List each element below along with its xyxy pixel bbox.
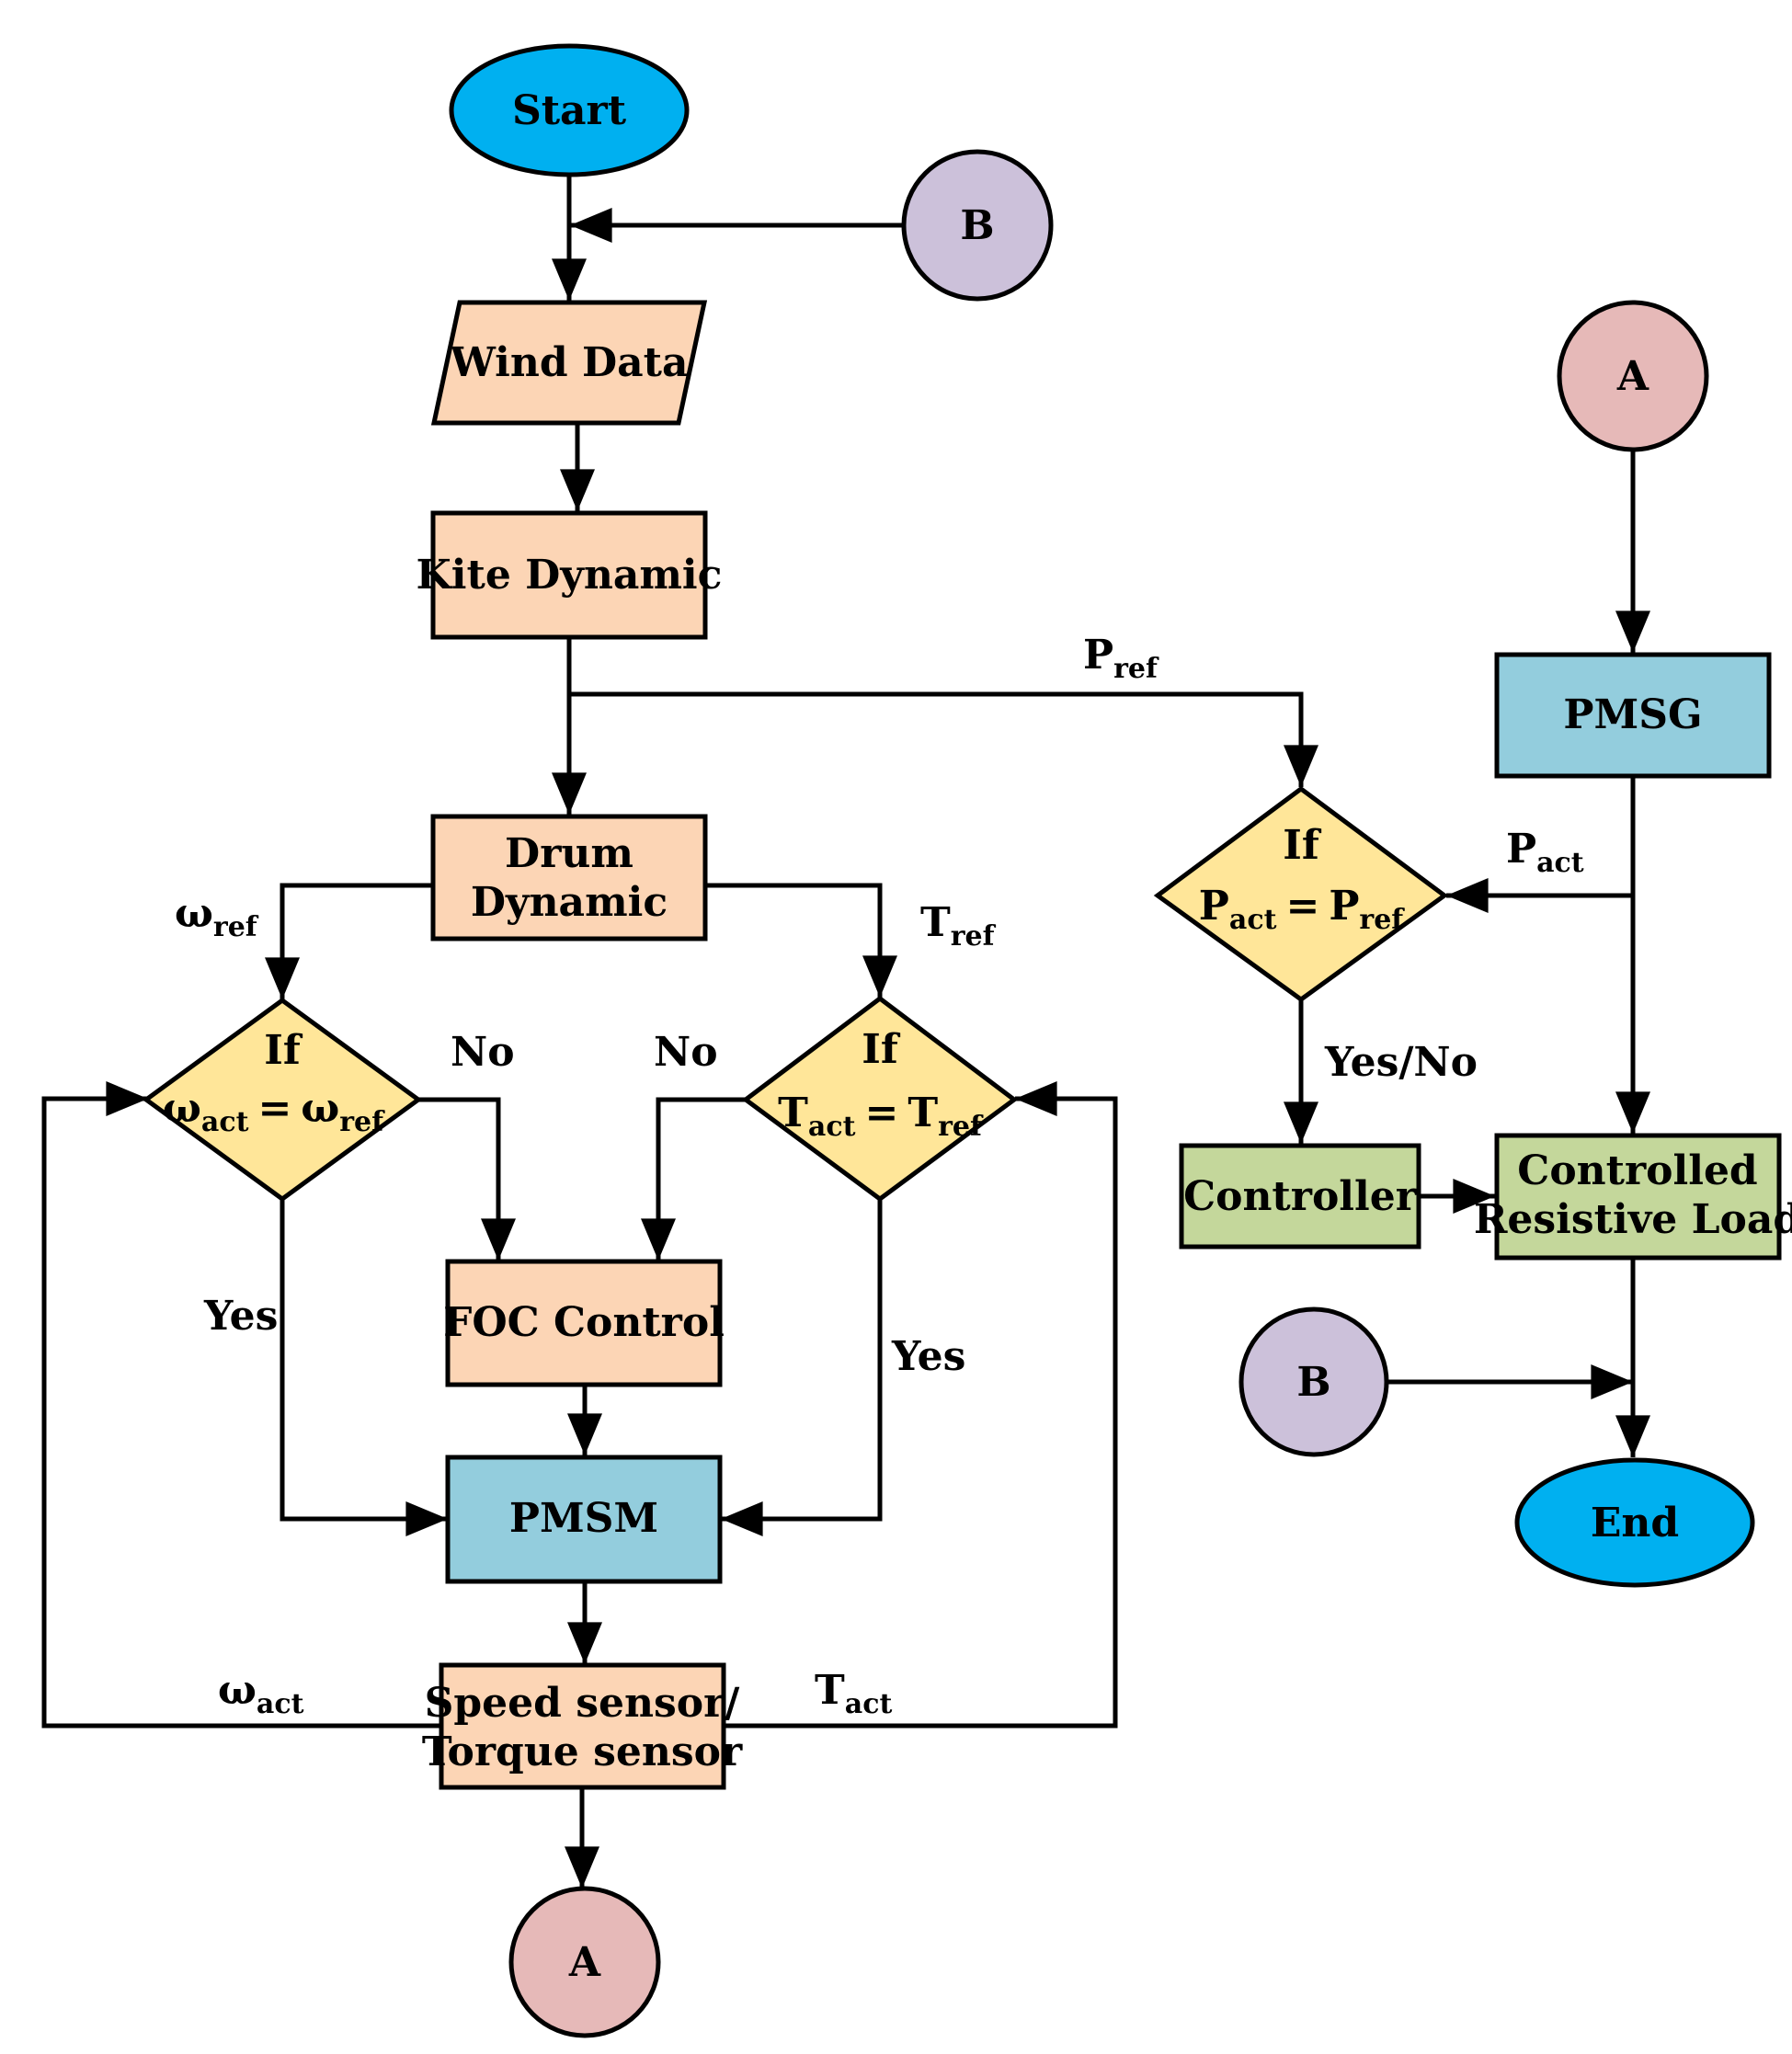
- foc-control-shape: [445, 1259, 723, 1387]
- start-shape: [449, 43, 690, 177]
- start-label: Start: [512, 87, 627, 134]
- label-omega-act: ωact: [218, 1667, 304, 1720]
- connector-b-top-shape: [901, 149, 1054, 302]
- decision-power[interactable]: If Pact=Pref: [1153, 785, 1449, 1003]
- controlled-load-label-line2: Resistive Load: [1474, 1196, 1792, 1243]
- controlled-load-block[interactable]: Controlled Resistive Load: [1474, 1133, 1792, 1261]
- sensor-shape: [439, 1662, 726, 1790]
- label-yes-right: Yes: [891, 1333, 965, 1380]
- label-yes-left: Yes: [203, 1293, 278, 1340]
- decision-speed-condition: ωact=ωref: [163, 1085, 385, 1138]
- connector-b-bottom-shape: [1238, 1307, 1389, 1457]
- controller-shape: [1179, 1143, 1421, 1250]
- controller-label: Controller: [1183, 1173, 1418, 1220]
- decision-power-shape: [1153, 785, 1449, 1003]
- label-t-ref: Tref: [920, 899, 997, 953]
- connector-a-bottom-shape: [508, 1886, 661, 2038]
- edge-labels: Pref Pact ωref Tref No No Yes Yes Yes/No…: [175, 632, 1584, 1720]
- pmsg-label: PMSG: [1563, 691, 1702, 738]
- decision-power-if: If: [1283, 822, 1322, 869]
- wind-data-shape: [430, 300, 708, 426]
- end-shape: [1514, 1457, 1755, 1588]
- foc-control-process[interactable]: FOC Control: [443, 1259, 725, 1387]
- drum-dynamic-process[interactable]: Drum Dynamic: [430, 814, 708, 941]
- label-t-act: Tact: [815, 1667, 892, 1720]
- decision-speed-shape: [142, 997, 423, 1203]
- edge-torque-yes: [720, 1200, 883, 1536]
- label-yes-no: Yes/No: [1324, 1039, 1478, 1086]
- connector-b-top[interactable]: B: [901, 149, 1054, 302]
- end-terminal[interactable]: End: [1514, 1457, 1755, 1588]
- label-no-right: No: [654, 1029, 718, 1076]
- pmsg-shape: [1494, 652, 1772, 779]
- kite-dynamic-process[interactable]: Kite Dynamic: [417, 510, 723, 640]
- label-omega-ref: ωref: [175, 890, 259, 943]
- sensor-label-line1: Speed sensor/: [425, 1680, 741, 1727]
- edges: [41, 176, 1650, 1889]
- drum-dynamic-label-line2: Dynamic: [471, 879, 668, 926]
- pmsm-label: PMSM: [509, 1495, 658, 1542]
- connector-a-bottom-label: A: [568, 1939, 601, 1986]
- foc-control-label: FOC Control: [443, 1299, 725, 1346]
- connector-a-top-label: A: [1616, 353, 1649, 400]
- label-p-ref: Pref: [1083, 632, 1159, 685]
- edge-speed-yes: [280, 1200, 448, 1536]
- edge-t-ref: [705, 883, 897, 998]
- decision-torque[interactable]: If Tact=Tref: [741, 995, 1019, 1203]
- controlled-load-shape: [1494, 1133, 1782, 1261]
- end-label: End: [1591, 1500, 1679, 1546]
- decision-power-condition: Pact=Pref: [1199, 883, 1406, 936]
- pmsm-block[interactable]: PMSM: [445, 1455, 723, 1584]
- sensor-process[interactable]: Speed sensor/ Torque sensor: [422, 1662, 743, 1790]
- edge-omega-ref: [265, 883, 433, 999]
- decision-torque-shape: [741, 995, 1019, 1203]
- sensor-label-line2: Torque sensor: [422, 1729, 743, 1775]
- drum-dynamic-shape: [430, 814, 708, 941]
- edge-speed-no: [418, 1097, 516, 1261]
- label-no-left: No: [451, 1029, 515, 1076]
- decision-speed-if: If: [264, 1027, 303, 1074]
- label-p-act: Pact: [1506, 826, 1584, 879]
- kite-dynamic-label: Kite Dynamic: [417, 552, 723, 599]
- pmsg-block[interactable]: PMSG: [1494, 652, 1772, 779]
- start-terminal[interactable]: Start: [449, 43, 690, 177]
- wind-data-input[interactable]: Wind Data: [430, 300, 708, 426]
- edge-torque-no: [641, 1097, 746, 1261]
- connector-b-bottom-label: B: [1296, 1359, 1330, 1406]
- connector-b-top-label: B: [960, 202, 994, 249]
- connector-b-bottom[interactable]: B: [1238, 1307, 1389, 1457]
- drum-dynamic-label-line1: Drum: [505, 830, 633, 877]
- decision-torque-condition: Tact=Tref: [778, 1090, 984, 1143]
- decision-speed[interactable]: If ωact=ωref: [142, 997, 423, 1203]
- connector-a-top[interactable]: A: [1557, 300, 1709, 452]
- connector-a-bottom[interactable]: A: [508, 1886, 661, 2038]
- pmsm-shape: [445, 1455, 723, 1584]
- decision-torque-if: If: [862, 1026, 901, 1073]
- connector-a-top-shape: [1557, 300, 1709, 452]
- edge-pref: [569, 691, 1318, 788]
- wind-data-label: Wind Data: [450, 339, 689, 386]
- edge-t-act: [724, 1081, 1118, 1729]
- edge-omega-act: [41, 1081, 441, 1729]
- controller-block[interactable]: Controller: [1179, 1143, 1421, 1250]
- kite-dynamic-shape: [430, 510, 708, 640]
- controlled-load-label-line1: Controlled: [1517, 1147, 1757, 1194]
